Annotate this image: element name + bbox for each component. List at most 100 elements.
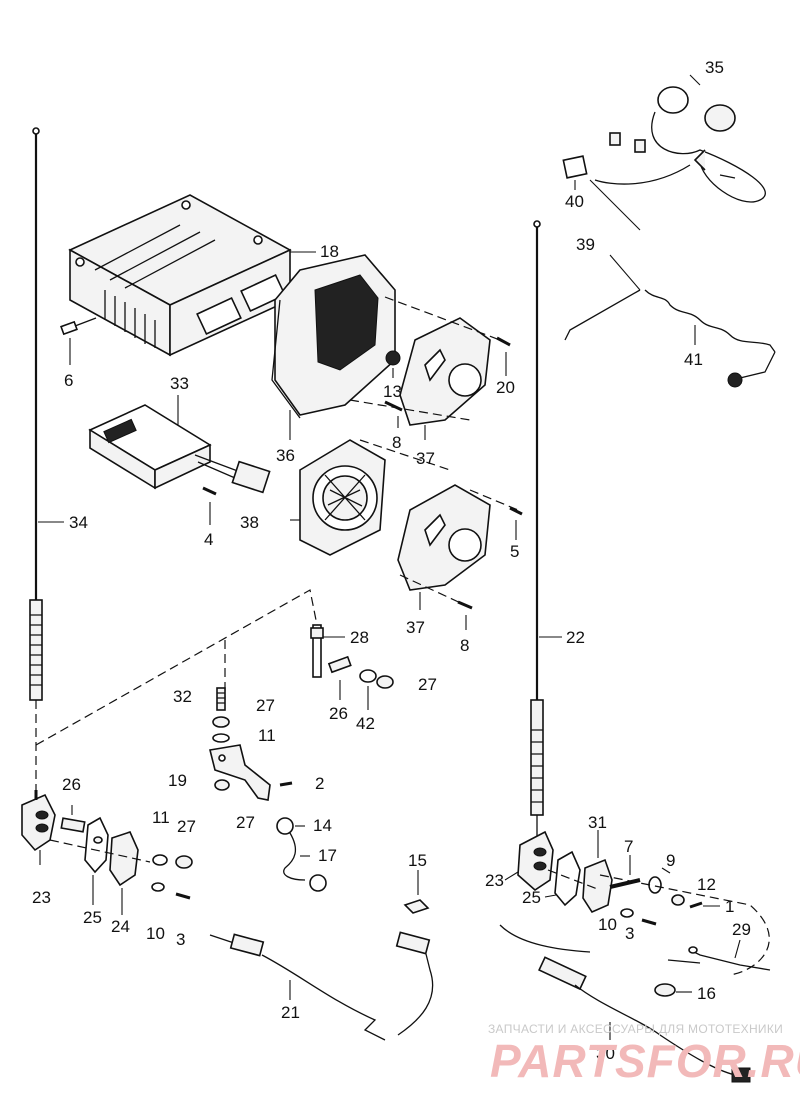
callout-27-left: 27 [177, 817, 196, 836]
callout-27-upper: 27 [418, 675, 437, 694]
radio-unit [68, 194, 292, 357]
callout-35: 35 [705, 58, 724, 77]
screw-4 [202, 486, 217, 525]
washer-10-right [620, 908, 634, 918]
screw-8-upper [384, 400, 403, 428]
callout-17: 17 [318, 846, 337, 865]
callout-31: 31 [588, 813, 607, 832]
nut-27-bracket [212, 716, 230, 728]
nut-27-left [175, 855, 193, 869]
antenna-mast-left [29, 127, 43, 790]
callout-1: 1 [725, 897, 734, 916]
dash-line [49, 839, 151, 863]
nut-27-upper [376, 675, 394, 689]
dash-line [547, 869, 601, 891]
callout-2: 2 [315, 774, 324, 793]
coiled-cord [564, 179, 776, 388]
watermark-tagline: ЗАПЧАСТИ И АКСЕССУАРЫ ДЛЯ МОТОТЕХНИКИ [488, 1022, 784, 1036]
stud-26-left [60, 805, 86, 833]
nut-13 [385, 350, 401, 378]
washer-11-left [152, 854, 168, 866]
speaker-back-plate-lower [397, 484, 491, 610]
nut-12 [671, 894, 685, 906]
washer-9 [648, 867, 671, 894]
callout-6: 6 [64, 371, 73, 390]
callout-23-right: 23 [485, 871, 504, 890]
screw-8-lower [457, 600, 473, 630]
callout-38: 38 [240, 513, 259, 532]
antenna-mount-right [517, 830, 554, 892]
callout-37-upper: 37 [416, 449, 435, 468]
antenna-cable-left [209, 931, 434, 1041]
callout-11-bracket: 11 [258, 726, 276, 745]
screw-3-right [641, 918, 657, 926]
callout-32: 32 [173, 687, 192, 706]
callout-39: 39 [576, 235, 595, 254]
callout-27-lower: 27 [236, 813, 255, 832]
callout-16: 16 [697, 984, 716, 1003]
screw-2 [279, 781, 293, 787]
callout-9: 9 [666, 851, 675, 870]
speaker-back-plate-upper [399, 317, 491, 440]
callout-5: 5 [510, 542, 519, 561]
watermark-brand: PARTSFOR.RU [490, 1035, 800, 1087]
dash-line [35, 589, 319, 746]
leader-line [504, 871, 519, 881]
ground-strap [276, 817, 327, 892]
callout-27-bracket: 27 [256, 696, 275, 715]
stud-26-upper [327, 655, 352, 700]
callout-26-left: 26 [62, 775, 81, 794]
callout-22: 22 [566, 628, 585, 647]
callout-12: 12 [697, 875, 716, 894]
headset [562, 74, 766, 203]
dash-line [384, 296, 501, 341]
callout-10-left: 10 [146, 924, 165, 943]
callout-18: 18 [320, 242, 339, 261]
antenna-mount-left [21, 790, 56, 865]
dash-line [349, 399, 471, 421]
callout-15: 15 [408, 851, 427, 870]
clip-15 [403, 870, 430, 914]
dash-line [599, 874, 770, 976]
dash-line [399, 574, 466, 606]
callout-34: 34 [69, 513, 88, 532]
screw-3-left [175, 892, 191, 900]
screw-20 [496, 336, 511, 376]
callout-36: 36 [276, 446, 295, 465]
screw-6 [60, 317, 97, 365]
bolt-32 [216, 687, 226, 711]
callout-13: 13 [383, 382, 402, 401]
gasket-25-right [544, 850, 581, 907]
callout-3-left: 3 [176, 930, 185, 949]
callout-41: 41 [684, 350, 703, 369]
callout-33: 33 [170, 374, 189, 393]
callout-37-lower: 37 [406, 618, 425, 637]
dash-line [359, 439, 451, 471]
pin-28 [310, 624, 324, 678]
callout-20: 20 [496, 378, 515, 397]
callout-14: 14 [313, 816, 332, 835]
mount-plate-31 [582, 830, 613, 914]
callout-30: 30 [596, 1044, 615, 1063]
speaker-lower [290, 439, 386, 556]
amplifier-module [88, 395, 271, 494]
callout-25-right: 25 [522, 888, 541, 907]
callout-26-upper: 26 [329, 704, 348, 723]
bolt-7 [609, 855, 641, 889]
callout-21: 21 [281, 1003, 300, 1022]
ground-lead-29 [667, 939, 771, 971]
callout-3-right: 3 [625, 924, 634, 943]
callout-23-left: 23 [32, 888, 51, 907]
washer-42 [359, 669, 377, 710]
washer-11-bracket [212, 733, 230, 743]
callout-24: 24 [111, 917, 130, 936]
screw-1 [689, 901, 703, 909]
antenna-cable-right [499, 924, 751, 1083]
callout-29: 29 [732, 920, 751, 939]
callout-19: 19 [168, 771, 187, 790]
callout-25-left: 25 [83, 908, 102, 927]
callout-11-left: 11 [152, 808, 170, 827]
mounting-bracket [209, 744, 271, 801]
grommet-16 [654, 983, 676, 997]
